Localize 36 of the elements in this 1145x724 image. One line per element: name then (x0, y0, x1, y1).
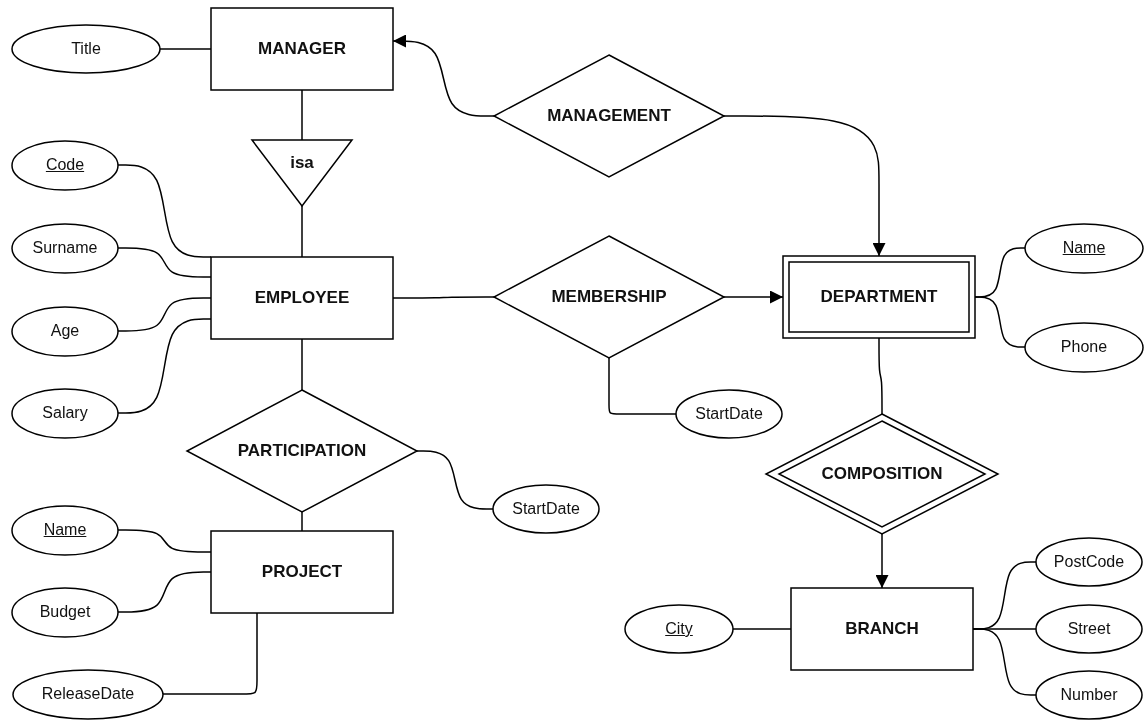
connector-line (301, 89, 303, 141)
isa-label: isa (290, 153, 314, 173)
key-attribute-name: Name (43, 521, 87, 539)
connector-line (416, 450, 494, 510)
connector-line (301, 338, 303, 391)
key-attribute-name: City (665, 620, 693, 638)
attribute-name: StartDate (512, 500, 580, 518)
arrow (723, 115, 886, 257)
relationship-name: PARTICIPATION (237, 441, 367, 461)
entity-name: PROJECT (261, 562, 343, 582)
connector-line (301, 511, 303, 532)
attribute-name: Street (1067, 620, 1111, 638)
connector-line (301, 205, 303, 258)
arrow (723, 290, 784, 304)
key-attribute-name: Name (1062, 239, 1106, 257)
attribute-name: ReleaseDate (41, 685, 135, 703)
relationship-name: COMPOSITION (821, 464, 943, 484)
attribute-name: Title (71, 40, 101, 58)
arrow (875, 533, 889, 589)
key-attribute-name: Code (45, 156, 85, 174)
entity-name: DEPARTMENT (820, 287, 938, 307)
attribute-name: Phone (1060, 338, 1108, 356)
entity-name: EMPLOYEE (254, 288, 350, 308)
entity-name: BRANCH (845, 619, 919, 639)
attribute-name: PostCode (1053, 553, 1125, 571)
entity-name: MANAGER (258, 39, 346, 59)
attribute-name: StartDate (695, 405, 763, 423)
attribute-name: Surname (32, 239, 98, 257)
attribute-name: Salary (42, 404, 88, 422)
connector-line (608, 357, 677, 415)
relationship-name: MEMBERSHIP (551, 287, 667, 307)
relationship-name: MANAGEMENT (547, 106, 671, 126)
attribute-name: Age (50, 322, 80, 340)
connector-line (878, 337, 883, 415)
attribute-name: Budget (39, 603, 91, 621)
attribute-name: Number (1060, 686, 1118, 704)
